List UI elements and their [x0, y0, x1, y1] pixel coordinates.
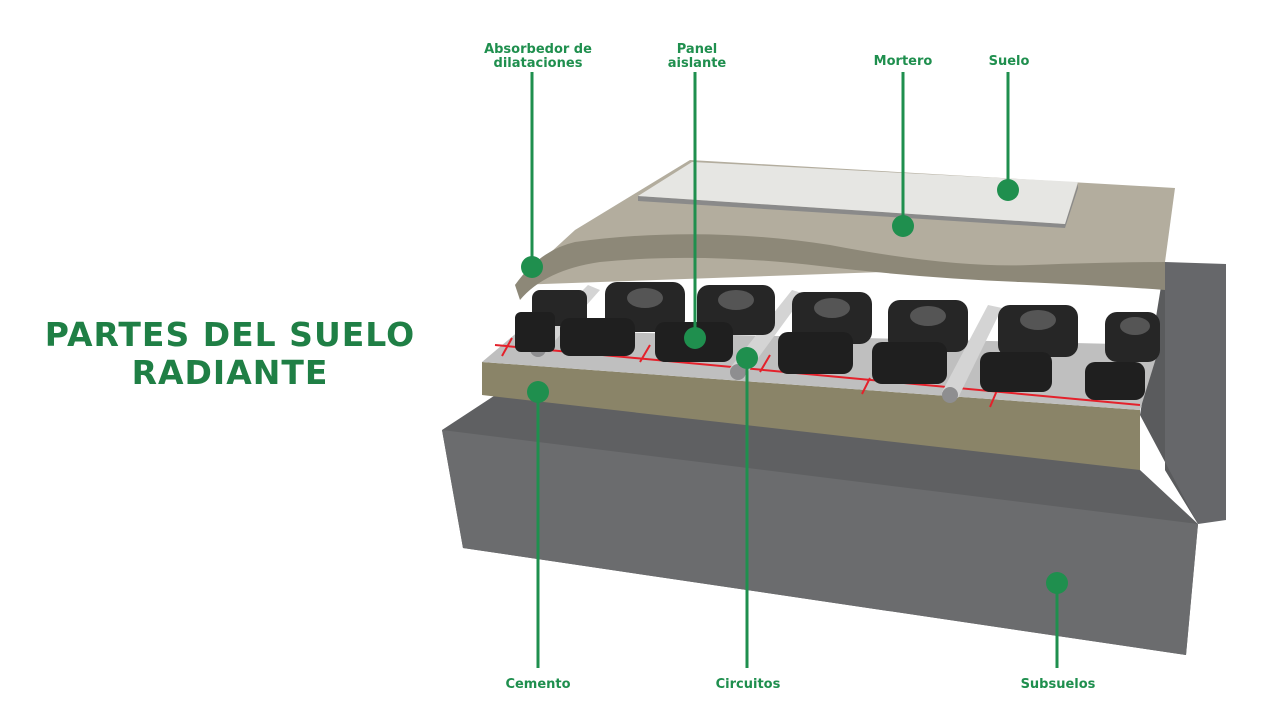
stud — [980, 352, 1052, 392]
marker-mortero — [892, 215, 914, 237]
stud — [560, 318, 635, 356]
diagram-title: PARTES DEL SUELO RADIANTE — [40, 316, 420, 392]
stud-hole — [1120, 317, 1150, 335]
suelo-top — [638, 162, 1078, 224]
cemento-front — [482, 362, 1140, 470]
mortero-front — [515, 234, 1165, 300]
marker-panel — [684, 327, 706, 349]
label-circuitos: Circuitos — [715, 677, 781, 692]
panel-studs — [515, 282, 1160, 400]
stud-hole — [627, 288, 663, 308]
stud — [1085, 362, 1145, 400]
stud — [998, 305, 1078, 357]
marker-dots — [521, 179, 1068, 594]
marker-cemento — [527, 381, 549, 403]
circuit-tick — [759, 354, 771, 373]
pipe — [942, 305, 1002, 398]
label-subsuelos: Subsuelos — [1020, 677, 1096, 692]
circuit-tick — [639, 344, 651, 363]
label-absorbedor: Absorbedor de dilataciones — [484, 42, 592, 71]
title-line-2: RADIANTE — [131, 353, 329, 392]
marker-subsuelos — [1046, 572, 1068, 594]
circuit-tick — [861, 377, 871, 395]
stud-hole — [814, 298, 850, 318]
marker-suelo — [997, 179, 1019, 201]
circuit-tick — [501, 337, 513, 357]
marker-circuitos — [736, 347, 758, 369]
stud-holes — [627, 288, 1150, 335]
pipe-end — [730, 364, 746, 380]
stud-hole — [1020, 310, 1056, 330]
label-suelo: Suelo — [988, 54, 1030, 69]
label-cemento: Cemento — [505, 677, 571, 692]
suelo-layer — [638, 162, 1078, 228]
label-panel: Panel aislante — [667, 42, 727, 71]
marker-absorbedor — [521, 256, 543, 278]
stud-front-row — [515, 312, 1145, 400]
stud — [872, 342, 947, 384]
stud-hole — [718, 290, 754, 310]
suelo-edge — [638, 184, 1078, 228]
stud-hole — [910, 306, 946, 326]
subsuelo-front — [442, 430, 1198, 655]
pipe-end — [942, 387, 958, 403]
title-line-1: PARTES DEL SUELO — [44, 315, 416, 354]
subsuelo-back — [1165, 262, 1226, 524]
leader-lines — [530, 72, 1059, 668]
stud — [515, 312, 555, 352]
label-mortero: Mortero — [873, 54, 933, 69]
stud — [778, 332, 853, 374]
